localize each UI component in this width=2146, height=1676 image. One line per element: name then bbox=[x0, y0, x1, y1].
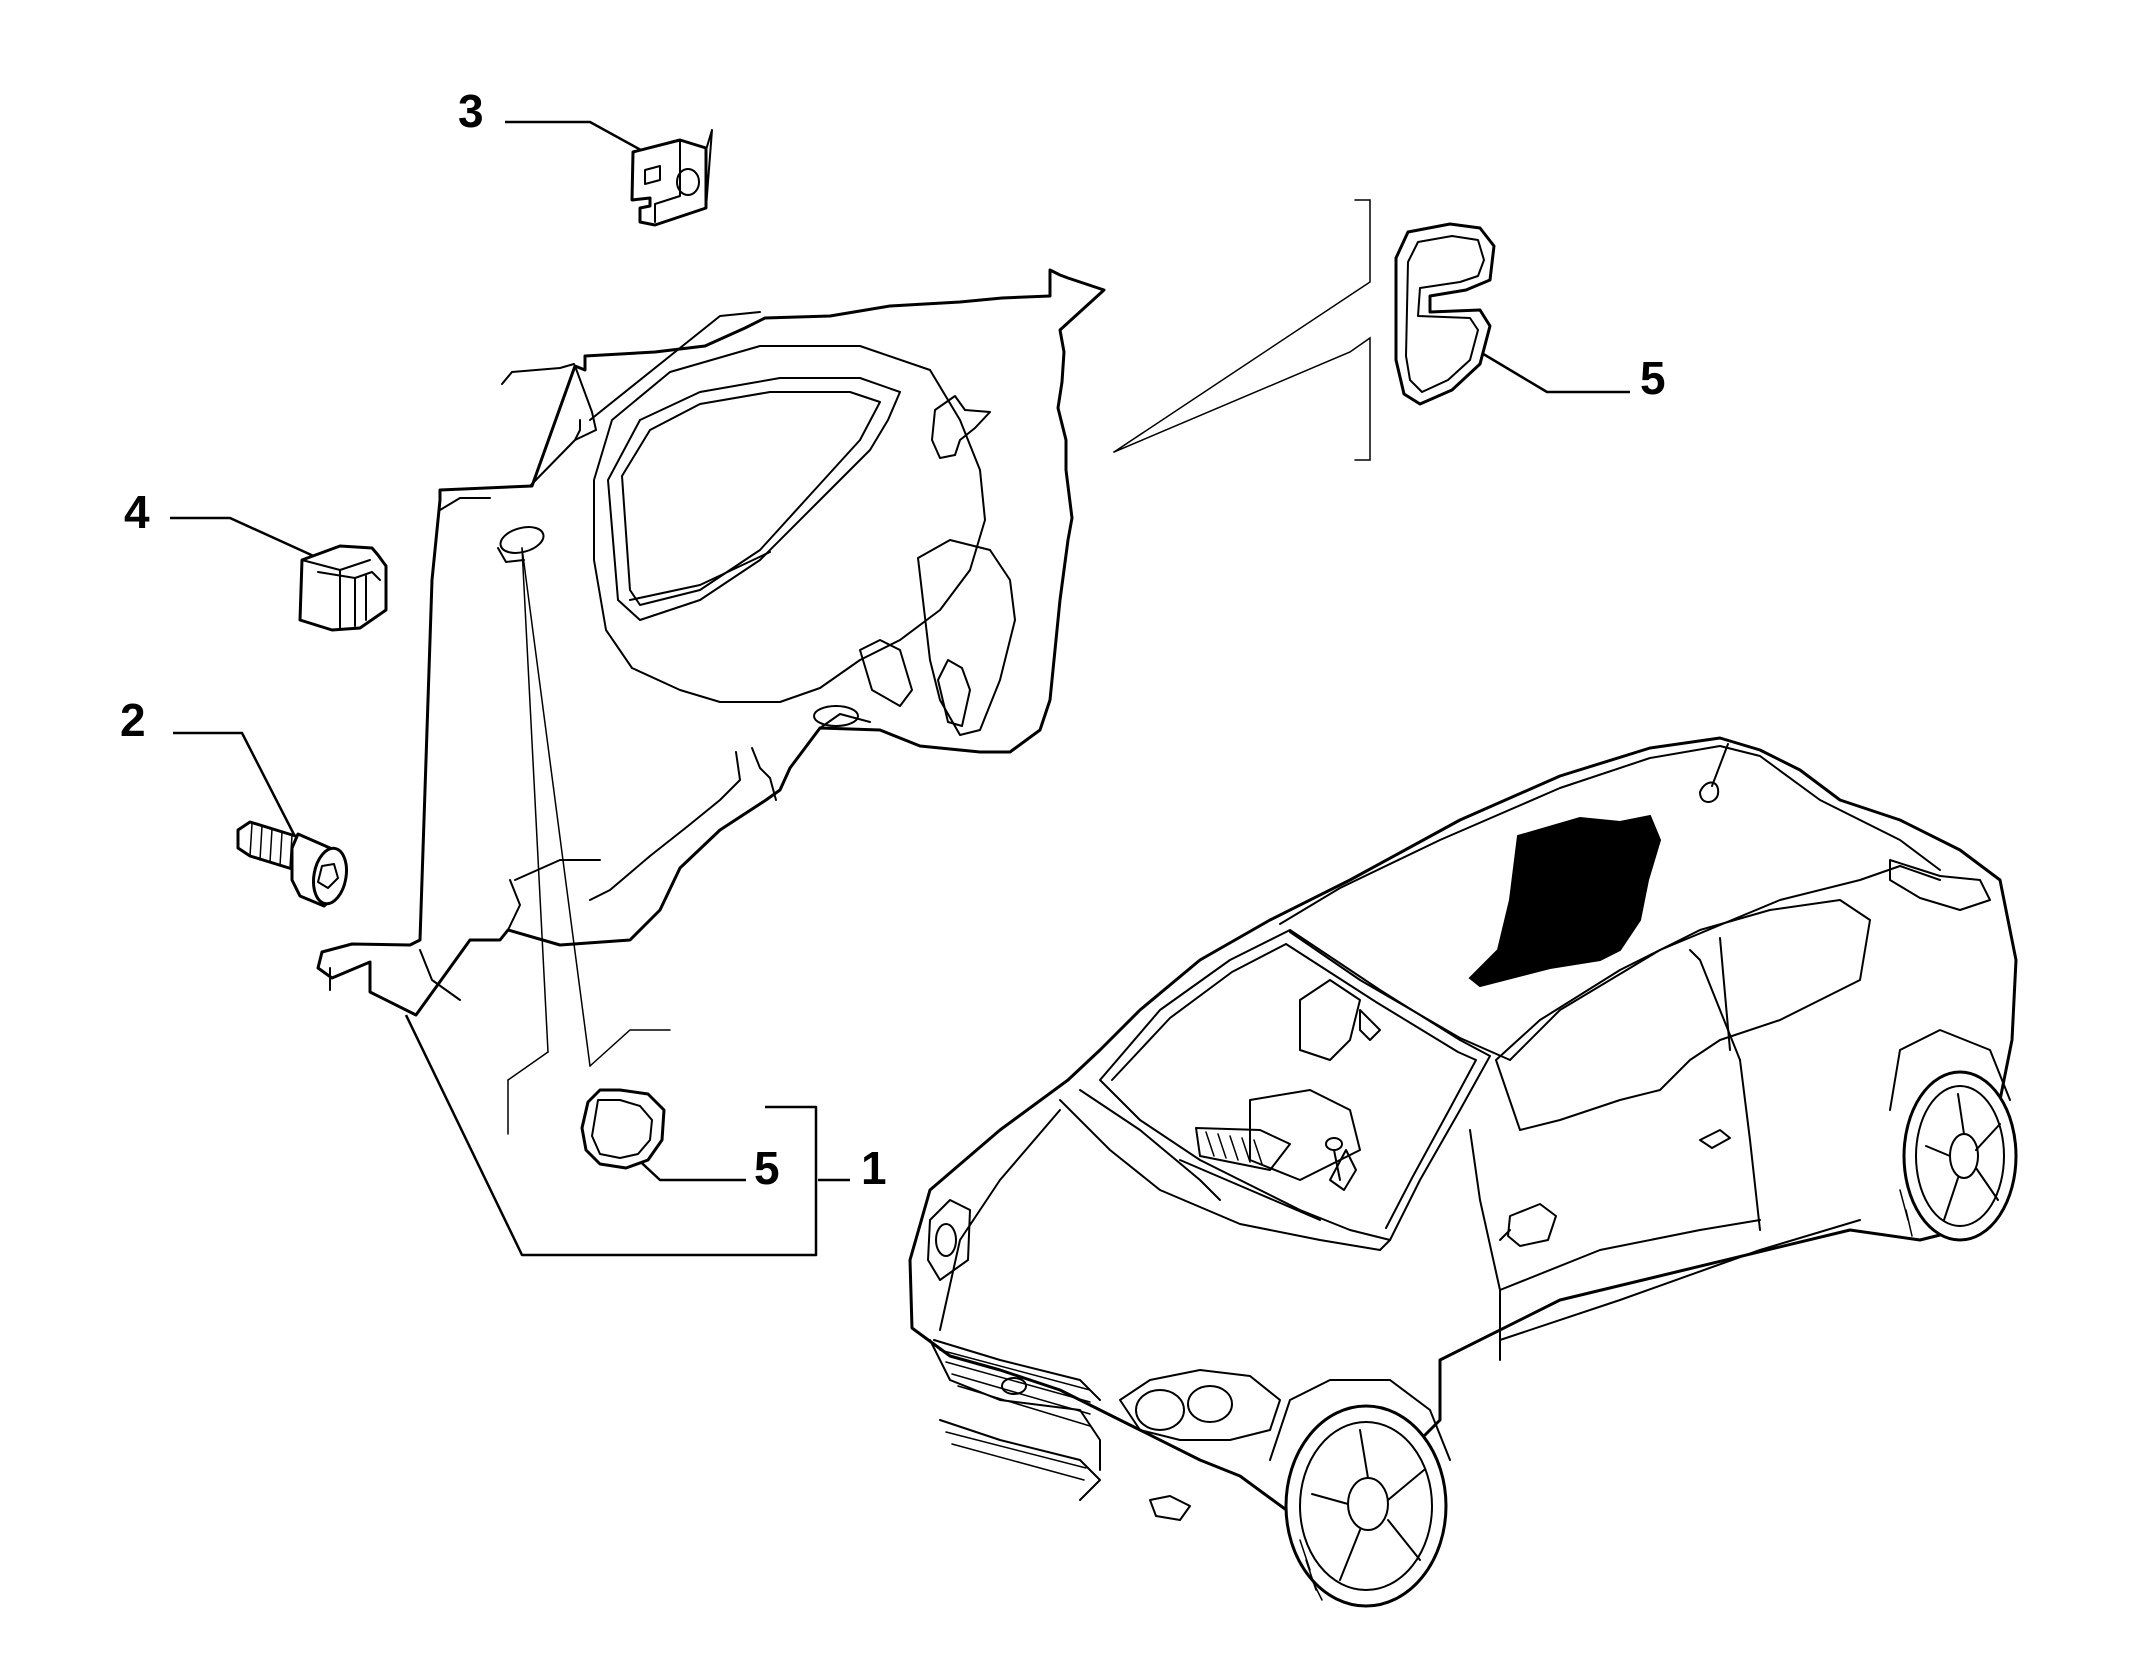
leader-2 bbox=[173, 731, 308, 859]
highlighted-trim-area bbox=[1468, 814, 1662, 988]
trim-panel-part-1 bbox=[316, 268, 1106, 1017]
callout-4[interactable]: 4 bbox=[124, 486, 150, 538]
leader-5-upper bbox=[1479, 350, 1630, 394]
vehicle-illustration bbox=[908, 736, 2018, 1608]
leader-lines bbox=[170, 120, 1630, 1257]
projection-lines bbox=[507, 199, 1371, 1135]
callout-1[interactable]: 1 bbox=[861, 1142, 887, 1194]
leader-1-bracket bbox=[404, 1014, 818, 1257]
callout-3[interactable]: 3 bbox=[458, 85, 484, 137]
callout-2[interactable]: 2 bbox=[120, 694, 146, 746]
callout-5-upper[interactable]: 5 bbox=[1640, 352, 1666, 404]
leader-4 bbox=[170, 516, 319, 560]
screw-part-2 bbox=[236, 820, 348, 908]
callout-5-lower[interactable]: 5 bbox=[754, 1142, 780, 1194]
leader-3 bbox=[505, 120, 651, 157]
cover-plug-upper-part-5 bbox=[1394, 222, 1496, 406]
clip-nut-part-3 bbox=[630, 129, 713, 227]
cover-plug-lower-part-5 bbox=[580, 1088, 666, 1170]
fastener-clip-part-4 bbox=[298, 544, 388, 632]
